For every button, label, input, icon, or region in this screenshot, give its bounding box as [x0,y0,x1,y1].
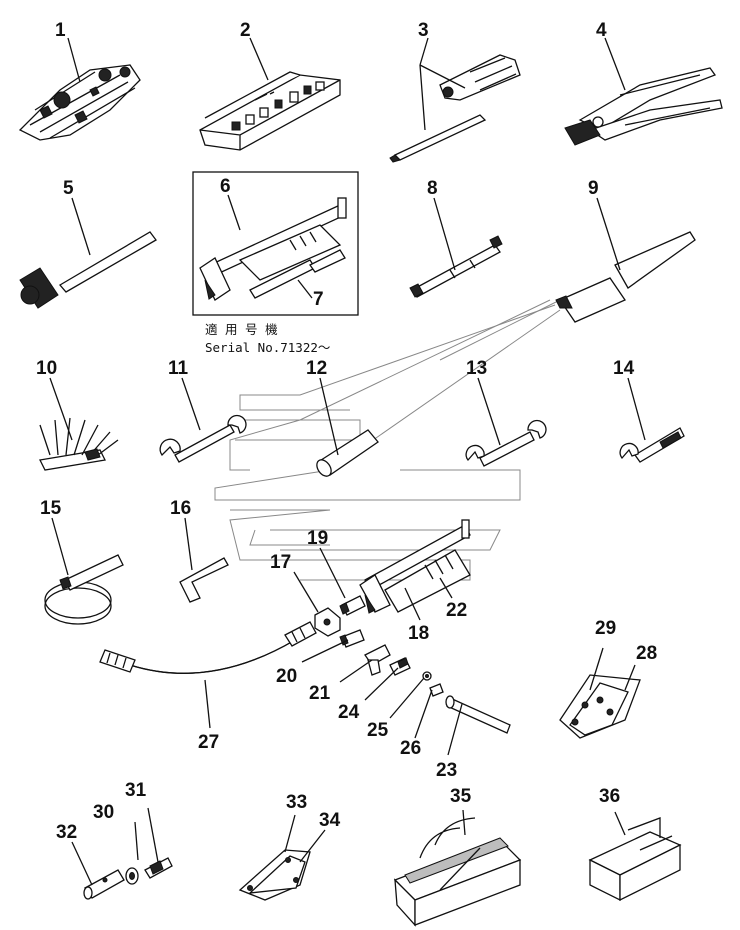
label-30: 30 [93,802,114,823]
fitting-icon [364,644,391,676]
hammer-icon [19,231,157,309]
label-33: 33 [286,792,307,813]
coupler-icon [339,595,366,616]
rod-icon [445,695,511,734]
serial-note-line2: Serial No.71322～ [205,340,330,355]
frame-box [192,171,359,316]
part-labels: 1 2 3 4 5 6 7 8 9 10 11 12 13 14 15 16 1… [36,20,657,843]
label-24: 24 [338,702,360,723]
fitting-icon [339,629,365,648]
bag-icon [393,817,522,927]
label-18: 18 [408,623,429,644]
wrench-set-icon [18,64,141,141]
extension-bar-icon [409,235,503,298]
grease-gun-icon [359,519,471,614]
label-19: 19 [307,528,328,549]
label-36: 36 [599,786,620,807]
filter-wrench-icon [44,554,124,625]
label-15: 15 [40,498,62,519]
label-1: 1 [55,20,66,41]
leader-lines [49,37,646,886]
label-14: 14 [613,358,635,379]
label-35: 35 [450,786,472,807]
label-10: 10 [36,358,57,379]
label-13: 13 [466,358,487,379]
label-9: 9 [588,178,599,199]
label-6: 6 [220,176,231,197]
pipe-icon [555,231,696,323]
label-3: 3 [418,20,429,41]
tube-icon [316,429,379,477]
fitting-icon [429,683,444,697]
label-29: 29 [595,618,616,639]
label-31: 31 [125,780,147,801]
nut-icon [125,867,139,885]
label-17: 17 [270,552,291,573]
fitting-icon [422,671,432,681]
socket-set-case-icon [199,71,341,151]
label-26: 26 [400,738,421,759]
serial-note: 適 用 号 機 Serial No.71322～ [205,322,330,355]
label-11: 11 [168,358,189,379]
hex-key-icon [179,557,229,603]
label-5: 5 [63,178,74,199]
screwdriver-icon [389,54,521,163]
label-7: 7 [313,289,324,310]
spanner-icon [159,414,247,463]
grease-gun-icon [199,197,347,301]
spanner-icon [619,427,685,463]
box-icon [588,817,682,902]
label-21: 21 [309,683,331,704]
label-27: 27 [198,732,219,753]
adapter-icon [144,857,173,879]
label-4: 4 [596,20,607,41]
label-23: 23 [436,760,457,781]
hose-icon [99,621,317,674]
label-20: 20 [276,666,297,687]
label-25: 25 [367,720,389,741]
label-28: 28 [636,643,657,664]
label-2: 2 [240,20,251,41]
label-12: 12 [306,358,327,379]
plate-icon [238,849,311,901]
fitting-block-icon [314,607,341,637]
pliers-icon [564,67,723,146]
label-8: 8 [427,178,438,199]
feeler-gauge-icon [39,417,119,471]
spanner-icon [465,419,547,467]
label-34: 34 [319,810,341,831]
serial-note-line1: 適 用 号 機 [205,322,278,337]
label-16: 16 [170,498,191,519]
label-22: 22 [446,600,467,621]
plate-icon [559,674,641,739]
label-32: 32 [56,822,77,843]
sleeve-icon [83,869,125,900]
